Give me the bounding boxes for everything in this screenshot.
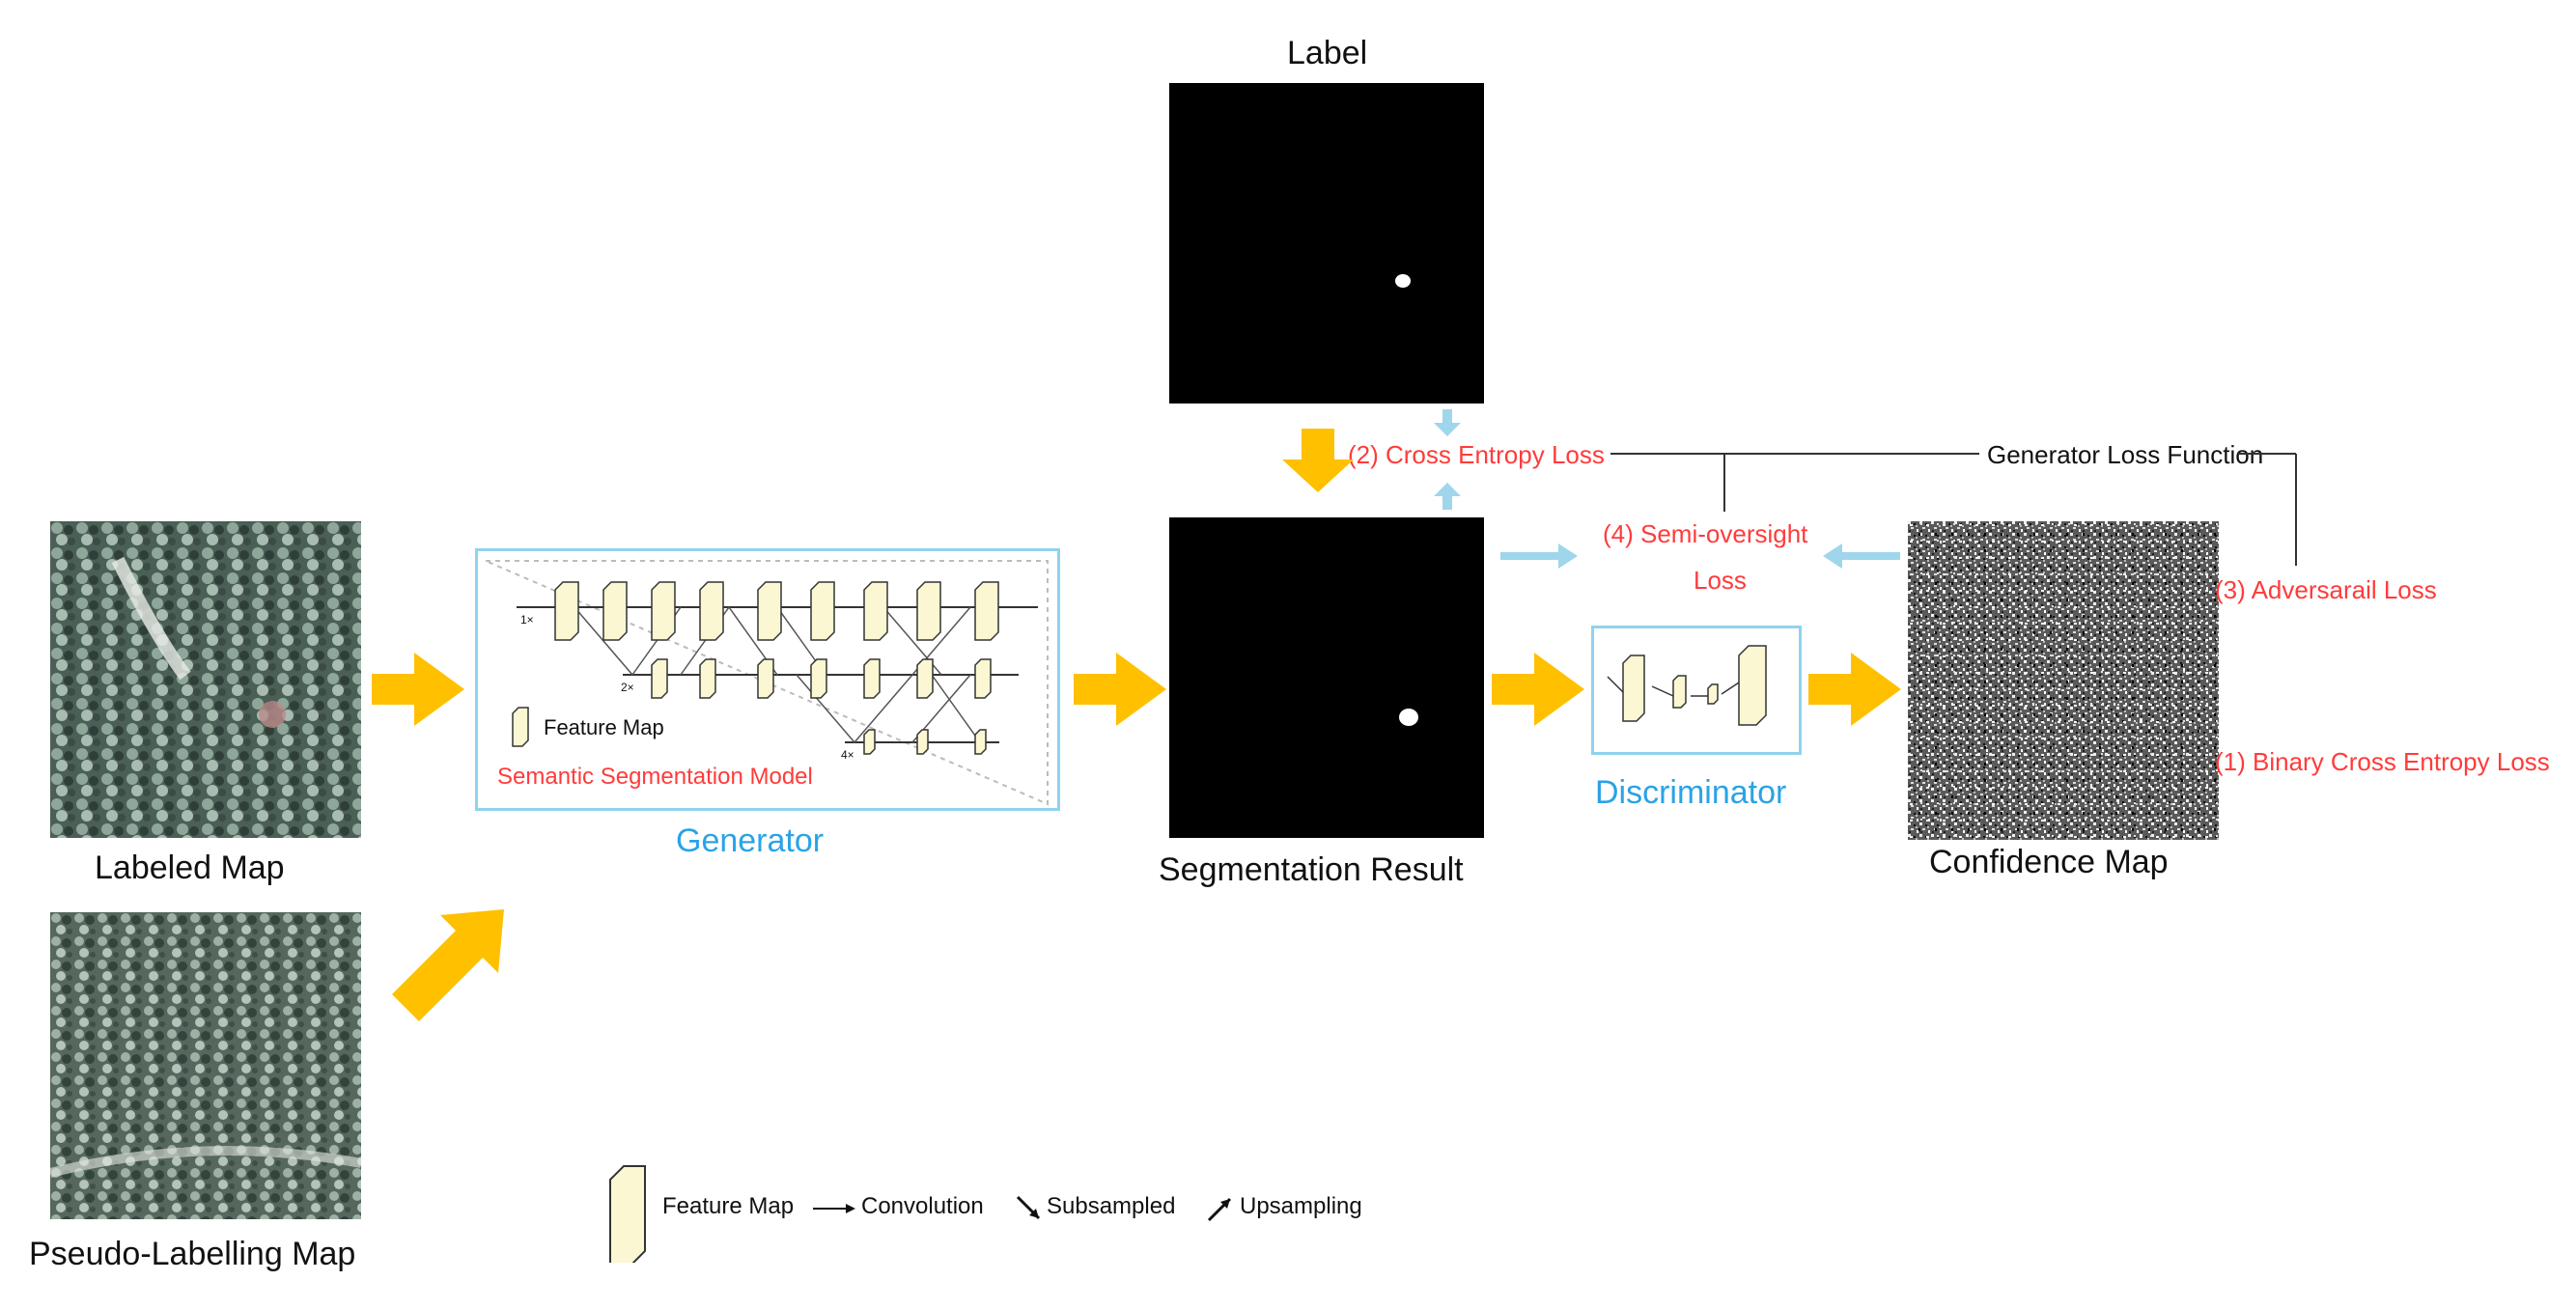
bottom-legend: Feature Map Convolution Subsampled Upsam…: [602, 1155, 1414, 1266]
legend-upsampling: Upsampling: [1240, 1193, 1362, 1219]
scale-label-2x: 2×: [621, 681, 634, 694]
arrow-label-to-segmentation: [1282, 429, 1354, 492]
blue-arrow-to-semi-oversight-left: [1500, 543, 1578, 569]
labeled-map-image: [50, 521, 361, 838]
pseudo-labelling-map-texture: [50, 912, 361, 1219]
pseudo-labelling-map-caption: Pseudo-Labelling Map: [29, 1236, 356, 1272]
legend-convolution: Convolution: [861, 1193, 984, 1219]
discriminator-title: Discriminator: [1595, 774, 1787, 811]
arrow-discriminator-to-confidence: [1808, 653, 1901, 726]
labeled-map-caption: Labeled Map: [95, 849, 285, 886]
confidence-map-caption: Confidence Map: [1929, 844, 2169, 880]
binary-cross-entropy-loss-label: (1) Binary Cross Entropy Loss: [2215, 747, 2550, 776]
semantic-segmentation-model-label: Semantic Segmentation Model: [497, 764, 813, 790]
discriminator-box: [1591, 626, 1802, 755]
generator-loss-function-label: Generator Loss Function: [1987, 440, 2264, 469]
scale-label-1x: 1×: [520, 613, 534, 627]
legend-subsampled: Subsampled: [1047, 1193, 1176, 1219]
confidence-map-noise: [1908, 521, 2219, 840]
segmentation-mask-blob: [1399, 709, 1418, 726]
arrow-segmentation-to-discriminator: [1492, 653, 1584, 726]
semi-oversight-loss-label-line1: (4) Semi-oversight: [1603, 519, 1808, 548]
segmentation-result-caption: Segmentation Result: [1159, 851, 1464, 888]
confidence-map-image: [1908, 521, 2219, 840]
scale-label-4x: 4×: [841, 748, 854, 762]
labeled-map-texture: [50, 521, 361, 838]
arrow-labeled-to-generator: [372, 653, 464, 726]
arrow-generator-to-segmentation: [1074, 653, 1166, 726]
bottom-legend-shapes: [609, 1165, 1232, 1266]
semi-oversight-loss-label-line2: Loss: [1694, 566, 1747, 595]
generator-box: 1× 2× 4× Feature Map Semantic Segmentati…: [475, 548, 1060, 811]
generator-feature-map-legend: Feature Map: [544, 715, 664, 739]
blue-arrow-label-down: [1434, 409, 1461, 436]
blue-arrow-to-semi-oversight-right: [1823, 543, 1900, 569]
discriminator-sketch: [1607, 645, 1767, 726]
label-caption: Label: [1287, 35, 1368, 71]
pseudo-labelling-map-image: [50, 912, 361, 1219]
generator-title: Generator: [676, 822, 825, 859]
arrow-pseudo-to-generator: [392, 909, 504, 1021]
unet-architecture-sketch: [485, 560, 1049, 806]
blue-arrow-segmentation-up: [1434, 483, 1461, 510]
adversarial-loss-label: (3) Adversarail Loss: [2215, 575, 2437, 604]
segmentation-result-image: [1169, 517, 1484, 838]
cross-entropy-loss-label: (2) Cross Entropy Loss: [1348, 440, 1605, 469]
legend-feature-map: Feature Map: [662, 1193, 795, 1219]
label-mask-image: [1169, 83, 1484, 404]
label-mask-blob: [1395, 274, 1411, 288]
